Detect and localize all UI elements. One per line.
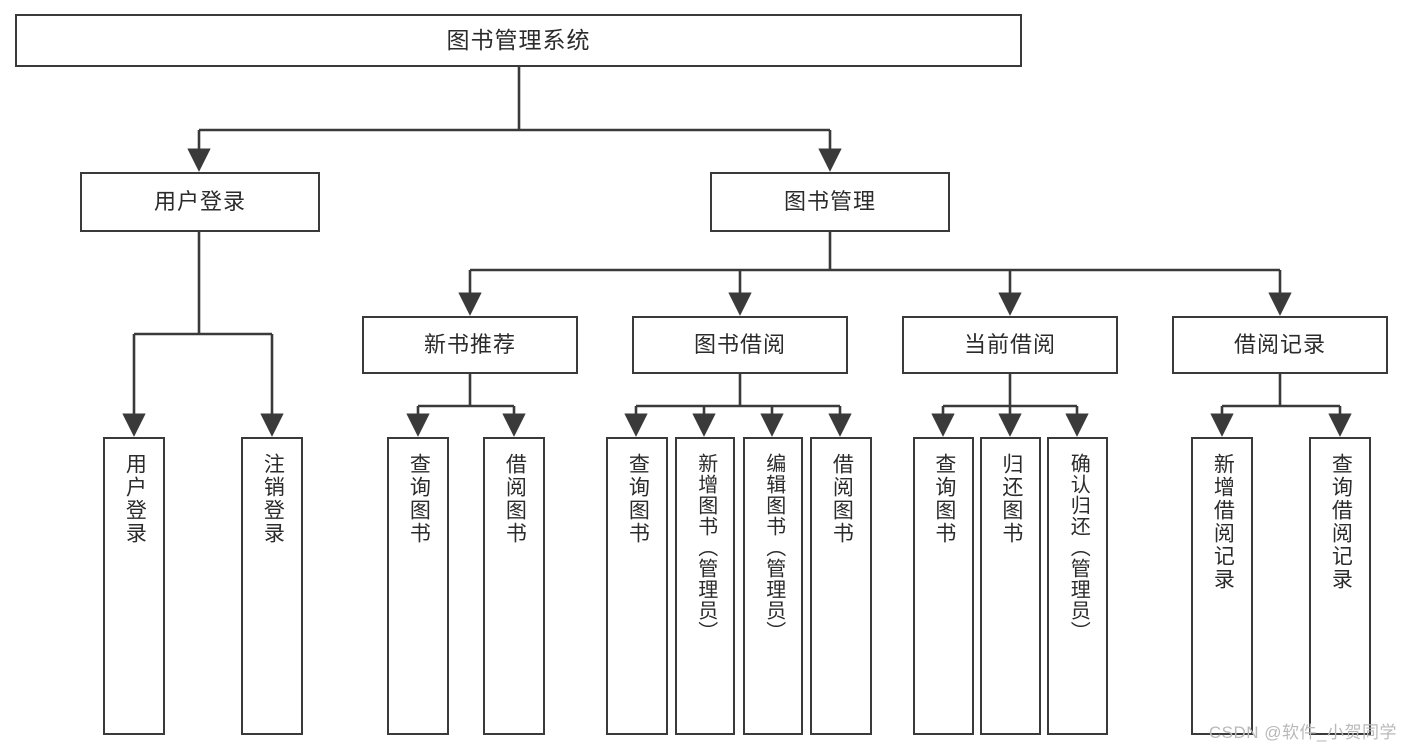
node-current-borrow[interactable]: 当前借阅 — [902, 316, 1118, 374]
node-leaf-user-login[interactable]: 用户登录 — [103, 437, 165, 735]
node-new-book-recommend[interactable]: 新书推荐 — [362, 316, 578, 374]
leaf-label: 新增借阅记录 — [1211, 453, 1235, 591]
node-leaf-return-book[interactable]: 归还图书 — [980, 437, 1041, 735]
leaf-label: 确认归还（管理员） — [1067, 453, 1090, 642]
leaf-label: 查询图书 — [407, 453, 431, 545]
csdn-watermark: CSDN @软件_小贺同学 — [1208, 723, 1397, 742]
leaf-label: 查询图书 — [932, 453, 956, 545]
leaf-label: 查询图书 — [626, 453, 650, 545]
node-book-borrow[interactable]: 图书借阅 — [632, 316, 848, 374]
node-leaf-add-book[interactable]: 新增图书（管理员） — [675, 437, 735, 735]
node-leaf-borrow-book-1[interactable]: 借阅图书 — [483, 437, 545, 735]
node-leaf-query-book-2[interactable]: 查询图书 — [606, 437, 668, 735]
node-leaf-user-logout[interactable]: 注销登录 — [241, 437, 303, 735]
node-leaf-confirm-return[interactable]: 确认归还（管理员） — [1047, 437, 1108, 735]
leaf-label: 查询借阅记录 — [1329, 453, 1353, 591]
node-book-manage[interactable]: 图书管理 — [710, 172, 950, 232]
node-leaf-edit-book[interactable]: 编辑图书（管理员） — [743, 437, 803, 735]
node-borrow-record[interactable]: 借阅记录 — [1172, 316, 1388, 374]
node-user-login[interactable]: 用户登录 — [80, 172, 320, 232]
node-root-system[interactable]: 图书管理系统 — [15, 14, 1022, 67]
leaf-label: 借阅图书 — [503, 453, 527, 545]
leaf-label: 用户登录 — [123, 453, 147, 545]
leaf-label: 借阅图书 — [830, 453, 854, 545]
node-leaf-query-book-3[interactable]: 查询图书 — [913, 437, 974, 735]
leaf-label: 编辑图书（管理员） — [762, 453, 785, 642]
node-leaf-borrow-book-2[interactable]: 借阅图书 — [810, 437, 872, 735]
node-leaf-query-record[interactable]: 查询借阅记录 — [1309, 437, 1371, 735]
node-leaf-add-record[interactable]: 新增借阅记录 — [1191, 437, 1253, 735]
node-leaf-query-book-1[interactable]: 查询图书 — [387, 437, 449, 735]
leaf-label: 新增图书（管理员） — [694, 453, 717, 642]
leaf-label: 注销登录 — [261, 453, 285, 545]
leaf-label: 归还图书 — [999, 453, 1023, 545]
